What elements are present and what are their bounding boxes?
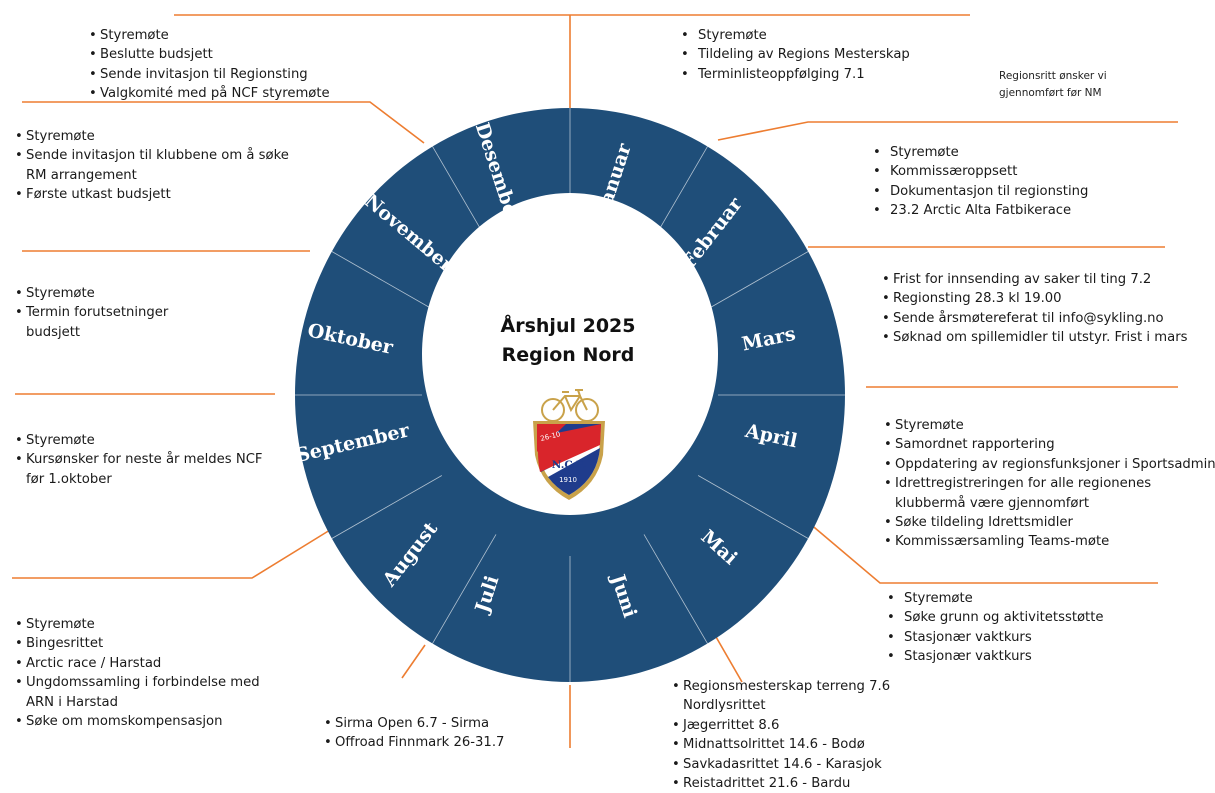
notes-februar: Styremøte Kommissæroppsett Dokumentasjon… <box>868 143 1088 221</box>
note-item: Sirma Open 6.7 - Sirma <box>324 714 504 734</box>
note-item: Tildeling av Regions Mesterskap <box>676 45 910 65</box>
note-item: Kommissærsamling Teams-møte <box>884 532 1215 552</box>
note-item: Oppdatering av regionsfunksjoner i Sport… <box>884 455 1215 475</box>
bicycle-icon <box>541 389 599 422</box>
connector-september <box>12 529 331 579</box>
connector-august <box>401 644 426 679</box>
note-item: Arctic race / Harstad <box>15 654 271 674</box>
note-item: Stasjonær vaktkurs <box>882 647 1104 667</box>
note-item: Sende årsmøtereferat til info@sykling.no <box>882 309 1187 329</box>
logo-monogram: N.C.F. <box>552 459 586 471</box>
note-item: Styremøte <box>676 26 910 46</box>
note-item: Styremøte <box>15 431 281 451</box>
shield-diagonal-red <box>537 424 601 472</box>
notes-juli: Sirma Open 6.7 - Sirma Offroad Finnmark … <box>324 714 504 753</box>
note-item: Sende invitasjon til klubbene om å søke <box>15 146 289 166</box>
ring-divider <box>643 146 708 256</box>
ring-divider <box>432 534 497 644</box>
ring-divider <box>697 251 809 315</box>
notes-januar: Styremøte Tildeling av Regions Mesterska… <box>676 26 910 85</box>
center-title-line1: Årshjul 2025 <box>501 313 636 337</box>
note-item: Midnattsolrittet 14.6 - Bodø <box>672 735 898 755</box>
notes-mars: Frist for innsending av saker til ting 7… <box>882 270 1187 348</box>
note-item: Ungdomssamling i forbindelse med ARN i H… <box>15 673 271 712</box>
notes-juni: Regionsmesterskap terreng 7.6 Nordlysrit… <box>672 677 898 793</box>
center-title-line2: Region Nord <box>502 344 635 366</box>
note-item: Stasjonær vaktkurs <box>882 628 1104 648</box>
ring-divider <box>697 475 809 539</box>
wheel-ring <box>294 108 845 682</box>
notes-oktober: Styremøte Termin forutsetninger budsjett <box>15 284 191 342</box>
side-note: Regionsritt ønsker vi gjennomført før NM <box>999 68 1107 102</box>
note-item: Offroad Finnmark 26-31.7 <box>324 733 504 753</box>
ncf-logo: 26-10 N.C.F. 1910 <box>533 389 605 500</box>
ring-dividers <box>295 108 845 682</box>
note-item: Jægerrittet 8.6 <box>672 716 898 736</box>
side-note-line1: Regionsritt ønsker vi <box>999 70 1107 82</box>
shield-lower-blue <box>548 448 600 495</box>
note-item: Første utkast budsjett <box>15 185 289 205</box>
note-item: Søknad om spillemidler til utstyr. Frist… <box>882 328 1187 348</box>
note-item: Kommissæroppsett <box>868 162 1088 182</box>
ring-divider <box>331 251 443 315</box>
notes-april: Styremøte Samordnet rapportering Oppdate… <box>884 416 1215 552</box>
note-item: Bingesrittet <box>15 634 271 654</box>
ring-band <box>294 108 845 682</box>
note-item: Termin forutsetninger budsjett <box>15 303 191 342</box>
note-item: Beslutte budsjett <box>89 45 330 65</box>
connector-lines <box>12 14 1178 748</box>
connector-mai <box>801 516 1158 584</box>
logo-year-right: 1910 <box>559 476 577 484</box>
note-item: Styremøte <box>15 284 191 304</box>
note-item: Styremøte <box>15 615 271 635</box>
note-item: Kursønsker for neste år meldes NCF før 1… <box>15 450 281 489</box>
note-item: Regionsting 28.3 kl 19.00 <box>882 289 1187 309</box>
note-item: Valgkomité med på NCF styremøte <box>89 84 330 104</box>
note-item: Styremøte <box>868 143 1088 163</box>
note-item: Styremøte <box>884 416 1215 436</box>
note-item: Styremøte <box>89 26 330 46</box>
notes-september: Styremøte Kursønsker for neste år meldes… <box>15 431 281 489</box>
notes-august: Styremøte Bingesrittet Arctic race / Har… <box>15 615 271 732</box>
note-item: Søke om momskompensasjon <box>15 712 271 732</box>
notes-november: Styremøte Sende invitasjon til klubbene … <box>15 127 289 205</box>
note-item: Styremøte <box>882 589 1104 609</box>
note-item: Frist for innsending av saker til ting 7… <box>882 270 1187 290</box>
note-item: Søke grunn og aktivitetsstøtte <box>882 608 1104 628</box>
note-item: Søke tildeling Idrettsmidler <box>884 513 1215 533</box>
note-item: Dokumentasjon til regionsting <box>868 182 1088 202</box>
ring-divider <box>432 146 497 256</box>
note-item: Terminlisteoppfølging 7.1 <box>676 65 910 85</box>
connector-februar <box>717 121 1178 141</box>
note-item: Idrettregistreringen for alle regionenes… <box>884 474 1195 513</box>
ring-divider <box>331 475 443 539</box>
notes-desember: Styremøte Beslutte budsjett Sende invita… <box>89 26 330 104</box>
note-item: 23.2 Arctic Alta Fatbikerace <box>868 201 1088 221</box>
side-note-line2: gjennomført før NM <box>999 87 1102 99</box>
note-item: Reistadrittet 21.6 - Bardu <box>672 774 898 793</box>
note-item: Styremøte <box>15 127 289 147</box>
ring-divider <box>643 534 708 644</box>
note-item: RM arrangement <box>26 167 137 183</box>
note-item: Samordnet rapportering <box>884 435 1215 455</box>
note-item: Regionsmesterskap terreng 7.6 Nordlysrit… <box>672 677 898 716</box>
notes-mai: Styremøte Søke grunn og aktivitetsstøtte… <box>882 589 1104 667</box>
note-item: Sende invitasjon til Regionsting <box>89 65 330 85</box>
note-item: Savkadasrittet 14.6 - Karasjok <box>672 755 898 775</box>
